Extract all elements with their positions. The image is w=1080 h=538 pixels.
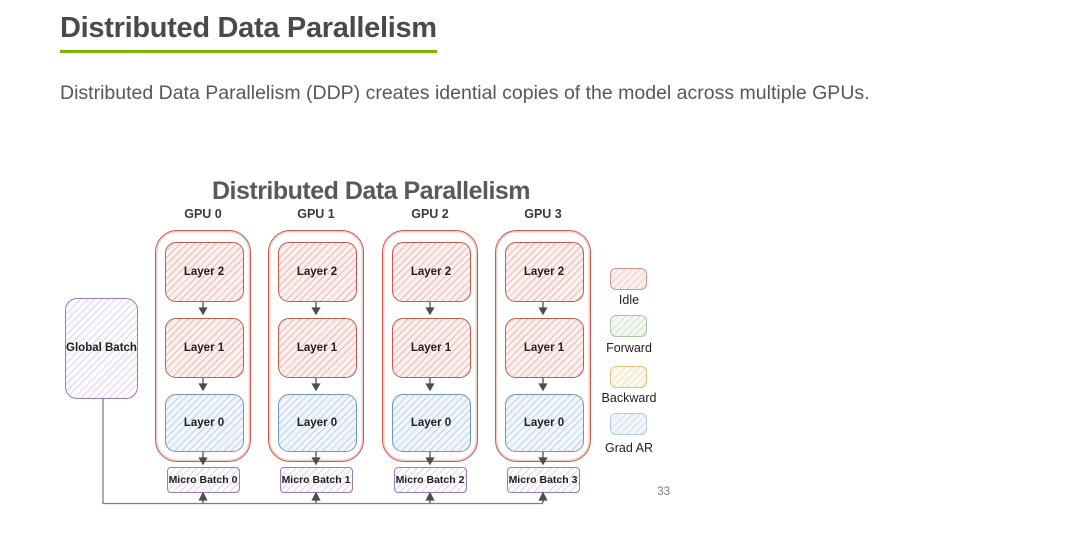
legend-backward-label: Backward [601, 391, 657, 405]
gpu-2-layer-0: Layer 0 [391, 394, 471, 452]
page-number: 33 [657, 486, 670, 498]
micro-batch-2: Micro Batch 2 [393, 467, 467, 493]
gpu-2-layer-2: Layer 2 [391, 242, 471, 302]
gpu-0-layer-0: Layer 0 [164, 394, 244, 452]
micro-batch-3: Micro Batch 3 [506, 467, 580, 493]
gpu-1-container: Layer 2 Layer 1 Layer 0 [268, 230, 364, 462]
gpu-2-container: Layer 2 Layer 1 Layer 0 [382, 230, 478, 462]
gpu-3-layer-0: Layer 0 [504, 394, 584, 452]
gpu-3-layer-2: Layer 2 [504, 242, 584, 302]
micro-batch-0: Micro Batch 0 [166, 467, 240, 493]
gpu-0-label: GPU 0 [184, 207, 222, 221]
legend-idle-swatch [610, 268, 647, 290]
gpu-0-layer-2: Layer 2 [164, 242, 244, 302]
gpu-1-label: GPU 1 [297, 207, 335, 221]
legend-grad-ar-label: Grad AR [605, 441, 653, 455]
gpu-2-layer-1: Layer 1 [391, 318, 471, 378]
gpu-3-container: Layer 2 Layer 1 Layer 0 [495, 230, 591, 462]
gpu-0-layer-1: Layer 1 [164, 318, 244, 378]
legend-backward-swatch [610, 366, 647, 388]
diagram-title: Distributed Data Parallelism [211, 177, 531, 205]
global-batch-box: Global Batch [65, 298, 138, 399]
legend-forward-label: Forward [606, 341, 652, 355]
gpu-3-layer-1: Layer 1 [504, 318, 584, 378]
page-title: Distributed Data Parallelism [60, 12, 437, 44]
legend-idle-label: Idle [618, 293, 640, 307]
gpu-0-container: Layer 2 Layer 1 Layer 0 [155, 230, 251, 462]
micro-batch-1: Micro Batch 1 [279, 467, 353, 493]
gpu-2-label: GPU 2 [411, 207, 449, 221]
global-batch-label: Global Batch [66, 341, 137, 354]
gpu-1-layer-0: Layer 0 [277, 394, 357, 452]
gpu-1-layer-1: Layer 1 [277, 318, 357, 378]
gpu-1-layer-2: Layer 2 [277, 242, 357, 302]
gpu-3-label: GPU 3 [524, 207, 562, 221]
legend-forward-swatch [610, 315, 647, 337]
subtitle: Distributed Data Parallelism (DDP) creat… [60, 82, 870, 104]
title-underline [60, 50, 437, 53]
legend-grad-ar-swatch [610, 413, 647, 435]
